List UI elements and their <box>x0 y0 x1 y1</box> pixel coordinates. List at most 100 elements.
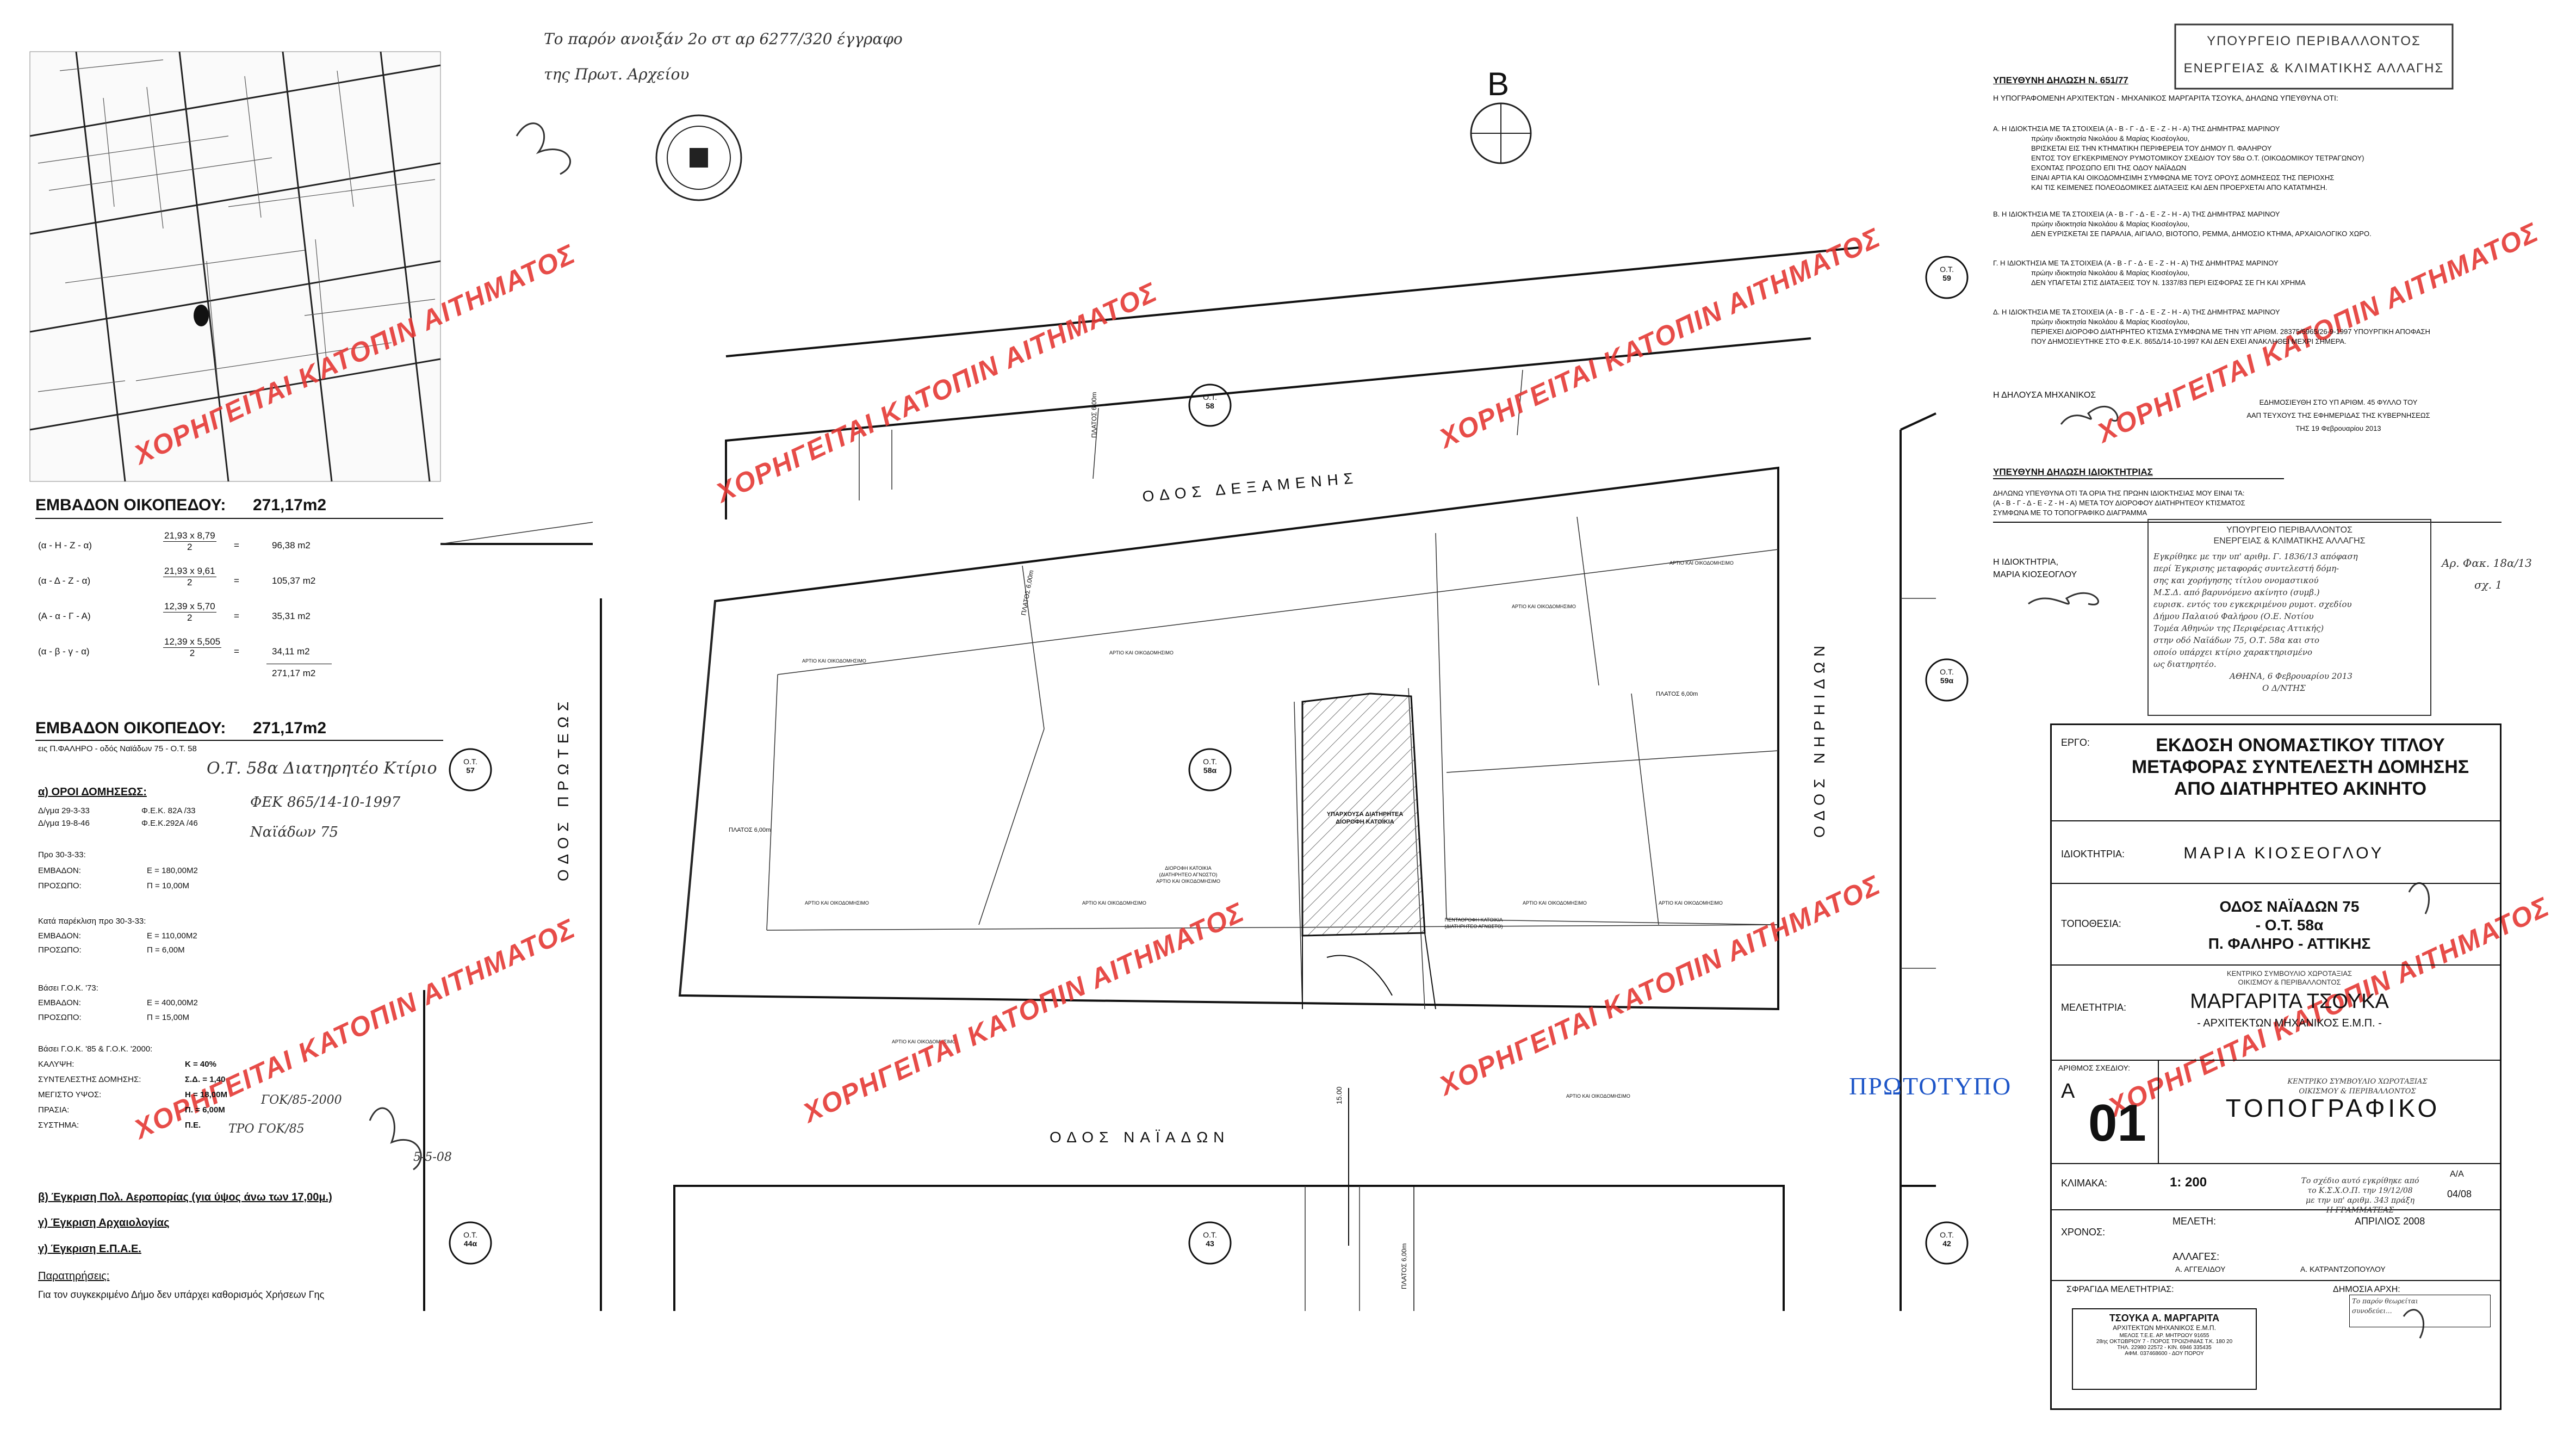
authority-label: ΔΗΜΟΣΙΑ ΑΡΧΗ: <box>2333 1285 2400 1294</box>
location-label: ΤΟΠΟΘΕΣΙΑ: <box>2061 918 2121 929</box>
study-label: ΜΕΛΕΤΗ: <box>2172 1216 2217 1227</box>
area-title: ΕΜΒΑΔΟΝ ΟΙΚΟΠΕΔΟΥ: <box>35 496 226 514</box>
block-ot-58a: Ο.Τ.58α <box>1203 757 1217 775</box>
declaration-para-a: Α. Η ΙΔΙΟΚΤΗΣΙΑ ΜΕ ΤΑ ΣΤΟΙΧΕΙΑ (Α - Β - … <box>1993 125 2364 191</box>
declaration-para-d: Δ. Η ΙΔΙΟΚΤΗΣΙΑ ΜΕ ΤΑ ΣΤΟΙΧΕΙΑ (Α - Β - … <box>1993 308 2430 345</box>
owner-decl-title: ΥΠΕΥΘΥΝΗ ΔΗΛΩΣΗ ΙΔΙΟΚΤΗΤΡΙΑΣ <box>1993 467 2153 477</box>
street-grid <box>423 246 1936 1311</box>
signature-1: Α. ΑΓΓΕΛΙΔΟΥ <box>2175 1265 2226 1273</box>
group-4-item-1: ΚΑΛΥΨΗ:Κ = 40% <box>38 1060 216 1069</box>
approval-stamp-box <box>2147 519 2431 716</box>
approval-side-note: Αρ. Φακ. 18α/13 σχ. 1 <box>2442 556 2532 591</box>
group-3-item-1: ΕΜΒΑΔΟΝ:Ε = 400,00Μ2 <box>38 998 198 1007</box>
right-panel-borders <box>1993 478 2501 523</box>
notes-text: Για τον συγκεκριμένο Δήμο δεν υπάρχει κα… <box>38 1289 325 1300</box>
block-ot-59a: Ο.Τ.59α <box>1940 667 1954 685</box>
area-divider <box>35 518 443 519</box>
designer-subtitle: - ΑΡΧΙΤΕΚΤΩΝ ΜΗΧΑΝΙΚΟΣ Ε.Μ.Π. - <box>2197 1017 2382 1029</box>
project-title: ΕΚΔΟΣΗ ΟΝΟΜΑΣΤΙΚΟΥ ΤΙΤΛΟΥ ΜΕΤΑΦΟΡΑΣ ΣΥΝΤ… <box>2131 735 2469 799</box>
road-width-label-top: ΠΛΑΤΟΣ 6,00m <box>1090 392 1098 438</box>
authority-box: Το παρόν θεωρείται συνοδεύει... <box>2349 1295 2491 1327</box>
block-ot-43: Ο.Τ.43 <box>1203 1230 1217 1248</box>
group-4-item-5: ΣΥΣΤΗΜΑ:Π.Ε. <box>38 1121 201 1130</box>
block-ot-59: Ο.Τ.59 <box>1940 265 1954 282</box>
designer-label: ΜΕΛΕΤΗΤΡΙΑ: <box>2061 1002 2127 1013</box>
owner-name: ΜΑΡΙΑ ΚΙΟΣΕΟΓΛΟΥ <box>1993 570 2077 579</box>
owner-decl-text: ΔΗΛΩΝΩ ΥΠΕΥΘΥΝΑ ΟΤΙ ΤΑ ΟΡΙΑ ΤΗΣ ΠΡΩΗΝ ΙΔ… <box>1993 489 2245 517</box>
publish-block: ΕΔΗΜΟΣΙΕΥΘΗ ΣΤΟ ΥΠ ΑΡΙΘΜ. 45 ΦΥΛΛΟ ΤΟΥ Α… <box>2246 398 2430 432</box>
handwritten-note-1: Το παρόν ανοιξάν 2ο στ αρ 6277/320 έγγρα… <box>544 30 903 48</box>
group-2-item-2: ΠΡΟΣΩΠΟ:Π = 6,00Μ <box>38 945 185 955</box>
terms-title: ΕΜΒΑΔΟΝ ΟΙΚΟΠΕΔΟΥ: <box>35 719 226 737</box>
group-1-title: Προ 30-3-33: <box>38 850 86 859</box>
terms-total: 271,17m2 <box>253 719 327 737</box>
block-ot-42: Ο.Τ.42 <box>1940 1230 1954 1248</box>
seal-label: ΣΦΡΑΓΙΔΑ ΜΕΛΕΤΗΤΡΙΑΣ: <box>2066 1285 2174 1294</box>
designer-name: ΜΑΡΓΑΡΙΤΑ ΤΣΟΥΚΑ <box>2190 990 2389 1013</box>
hand-note-3: Ναϊάδων 75 <box>250 824 339 840</box>
scale-label: ΚΛΙΜΑΚΑ: <box>2061 1178 2108 1189</box>
two-storey-label: ΔΙΟΡΟΦΗ ΚΑΤΟΙΚΙΑ (ΔΙΑΤΗΡΗΤΕΟ ΑΓΝΩΣΤΟ) ΑΡ… <box>1156 865 1220 884</box>
group-4-item-3: ΜΕΓΙΣΤΟ ΥΨΟΣ:Η = 18,00Μ <box>38 1090 227 1099</box>
declaration-intro: Η ΥΠΟΓΡΑΦΟΜΕΝΗ ΑΡΧΙΤΕΚΤΩΝ - ΜΗΧΑΝΙΚΟΣ ΜΑ… <box>1993 94 2338 102</box>
study-value: ΑΠΡΙΛΙΟΣ 2008 <box>2355 1216 2425 1227</box>
parcel-label-3: ΑΡΤΙΟ ΚΑΙ ΟΙΚΟΔΟΜΗΣΙΜΟ <box>1512 604 1576 609</box>
kesyp-approval-text: Το σχέδιο αυτό εγκρίθηκε από το Κ.Σ.Χ.Ο.… <box>2301 1177 2419 1215</box>
parcel-label-1: ΑΡΤΙΟ ΚΑΙ ΟΙΚΟΔΟΜΗΣΙΜΟ <box>802 658 866 664</box>
drawing-number: 01 <box>2088 1094 2146 1152</box>
street-bottom: ΟΔΟΣ ΝΑΪΑΔΩΝ <box>1050 1129 1230 1146</box>
declaration-title: ΥΠΕΥΘΥΝΗ ΔΗΛΩΣΗ Ν. 651/77 <box>1993 75 2128 85</box>
terms-location: εις Π.ΦΑΛΗΡΟ - οδός Ναϊάδων 75 - Ο.Τ. 58 <box>38 744 197 753</box>
group-1-item-1: ΕΜΒΑΔΟΝ:Ε = 180,00Μ2 <box>38 866 198 875</box>
subject-parcel <box>1301 692 1436 1311</box>
owner-tb-value: ΜΑΡΙΑ ΚΙΟΣΕΟΓΛΟΥ <box>2183 844 2385 862</box>
street-right: ΟΔΟΣ ΝΗΡΗΙΔΩΝ <box>1811 640 1828 838</box>
declaration-para-b: Β. Η ΙΔΙΟΚΤΗΣΙΑ ΜΕ ΤΑ ΣΤΟΙΧΕΙΑ (Α - Β - … <box>1993 210 2372 238</box>
drawing-title: ΤΟΠΟΓΡΑΦΙΚΟ <box>2225 1094 2441 1122</box>
drawing-no-label: ΑΡΙΘΜΟΣ ΣΧΕΔΙΟΥ: <box>2058 1063 2131 1072</box>
engineer-label: Η ΔΗΛΟΥΣΑ ΜΗΧΑΝΙΚΟΣ <box>1993 391 2096 400</box>
block-ot-57: Ο.Τ.57 <box>463 757 477 775</box>
time-label: ΧΡΟΝΟΣ: <box>2061 1227 2106 1238</box>
designer-seal: ΤΣΟΥΚΑ Α. ΜΑΡΓΑΡΙΤΑ ΑΡΧΙΤΕΚΤΩΝ ΜΗΧΑΝΙΚΟΣ… <box>2072 1308 2257 1390</box>
lot-lines <box>440 369 1936 1311</box>
five-storey-label: ΠΕΝΤΑΟΡΟΦΗ ΚΑΤΟΙΚΙΑ (ΔΙΑΤΗΡΗΤΕΟ ΑΓΝΩΣΤΟ) <box>1444 917 1503 929</box>
official-seal-icon <box>655 114 742 201</box>
aa-label: Α/Α <box>2450 1170 2464 1179</box>
block-circles <box>449 256 1969 1265</box>
existing-building-label: ΥΠΑΡΧΟΥΣΑ ΔΙΑΤΗΡΗΤΕΑ ΔΙΟΡΟΦΗ ΚΑΤΟΙΚΙΑ <box>1326 811 1404 825</box>
block-ot-58: Ο.Τ.58 <box>1203 393 1217 410</box>
group-4-title: Βάσει Γ.Ο.Κ. '85 & Γ.Ο.Κ. '2000: <box>38 1044 153 1054</box>
group-4-item-2: ΣΥΝΤΕΛΕΣΤΗΣ ΔΟΜΗΣΗΣ:Σ.Δ. = 1,40 <box>38 1075 226 1084</box>
parcel-label-5: ΑΡΤΙΟ ΚΑΙ ΟΙΚΟΔΟΜΗΣΙΜΟ <box>805 900 869 906</box>
ministry-stamp-line-2: ΕΝΕΡΓΕΙΑΣ & ΚΛΙΜΑΤΙΚΗΣ ΑΛΛΑΓΗΣ <box>2183 61 2444 76</box>
group-3-item-2: ΠΡΟΣΩΠΟ:Π = 15,00Μ <box>38 1013 189 1022</box>
kesyp-approval: ΚΕΝΤΡΙΚΟ ΣΥΜΒΟΥΛΙΟ ΧΩΡΟΤΑΞΙΑΣ ΟΙΚΙΣΜΟΥ &… <box>2287 1078 2428 1096</box>
location-value: ΟΔΟΣ ΝΑΪΑΔΩΝ 75 - Ο.Τ. 58α Π. ΦΑΛΗΡΟ - Α… <box>2208 898 2371 952</box>
approval-3: γ) Έγκριση Ε.Π.Α.Ε. <box>38 1243 141 1255</box>
designer-stamp: ΚΕΝΤΡΙΚΟ ΣΥΜΒΟΥΛΙΟ ΧΩΡΟΤΑΞΙΑΣ ΟΙΚΙΣΜΟΥ &… <box>2226 969 2352 986</box>
approval-2: γ) Έγκριση Αρχαιολογίας <box>38 1217 170 1229</box>
drawing-letter: Α <box>2061 1080 2075 1103</box>
parcel-label-9: ΑΡΤΙΟ ΚΑΙ ΟΙΚΟΔΟΜΗΣΙΜΟ <box>1566 1093 1630 1099</box>
area-total: 271,17m2 <box>253 496 327 514</box>
notes-title: Παρατηρήσεις: <box>38 1270 110 1282</box>
group-4-item-4: ΠΡΑΣΙΑ:Π. = 6,00Μ <box>38 1105 225 1115</box>
road-width-label: ΠΛΑΤΟΣ 6,00m <box>1400 1243 1408 1289</box>
north-label: B <box>1487 66 1510 102</box>
declaration-para-c: Γ. Η ΙΔΙΟΚΤΗΣΙΑ ΜΕ ΤΑ ΣΤΟΙΧΕΙΑ (Α - Β - … <box>1993 259 2306 287</box>
road-width-label-right: ΠΛΑΤΟΣ 6,00m <box>1656 691 1698 697</box>
hand-note-6: 5-5-08 <box>413 1151 452 1164</box>
hand-note-2: ΦΕΚ 865/14-10-1997 <box>250 794 401 811</box>
north-arrow-icon <box>1470 102 1532 164</box>
changes-label: ΑΛΛΑΓΕΣ: <box>2172 1251 2220 1262</box>
approval-stamp-header: ΥΠΟΥΡΓΕΙΟ ΠΕΡΙΒΑΛΛΟΝΤΟΣ ΕΝΕΡΓΕΙΑΣ & ΚΛΙΜ… <box>2213 525 2366 546</box>
group-1-item-2: ΠΡΟΣΩΠΟ:Π = 10,00Μ <box>38 881 189 890</box>
parcel-label-8: ΑΡΤΙΟ ΚΑΙ ΟΙΚΟΔΟΜΗΣΙΜΟ <box>1659 900 1723 906</box>
